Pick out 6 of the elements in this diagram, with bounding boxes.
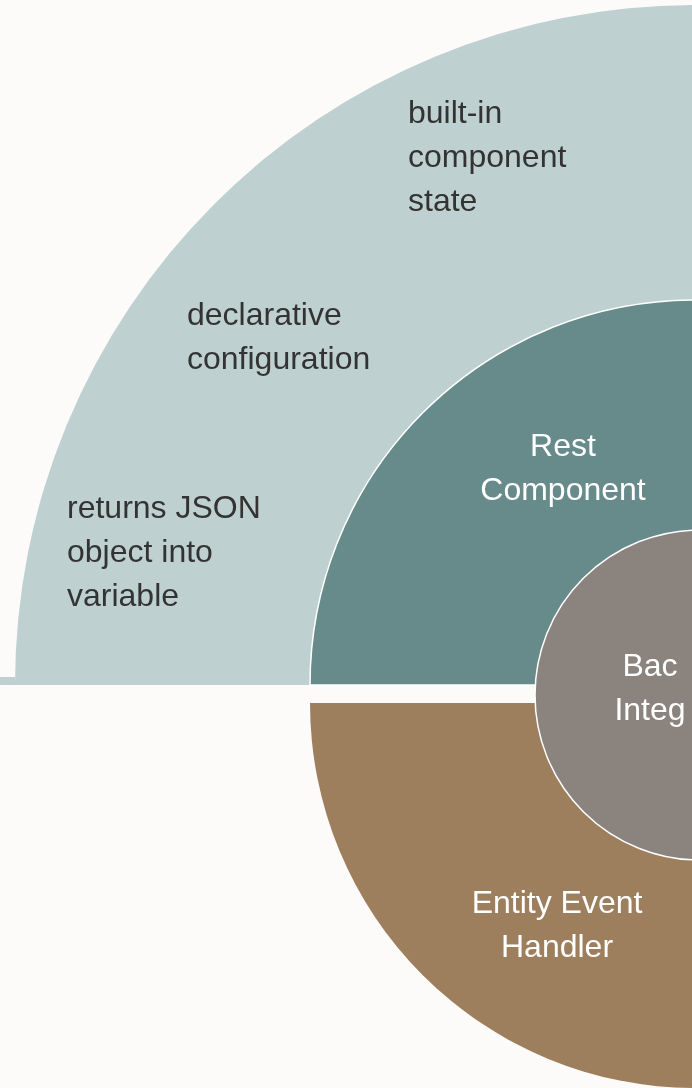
band-label: declarative configuration	[187, 295, 372, 378]
band-label: Bac Integ	[613, 646, 687, 729]
band-label: returns JSON object into variable	[67, 488, 262, 615]
band-label: Rest Component	[479, 426, 647, 509]
band-label: Entity Event Handler	[470, 883, 644, 966]
band-label: built-in component state	[408, 93, 568, 220]
